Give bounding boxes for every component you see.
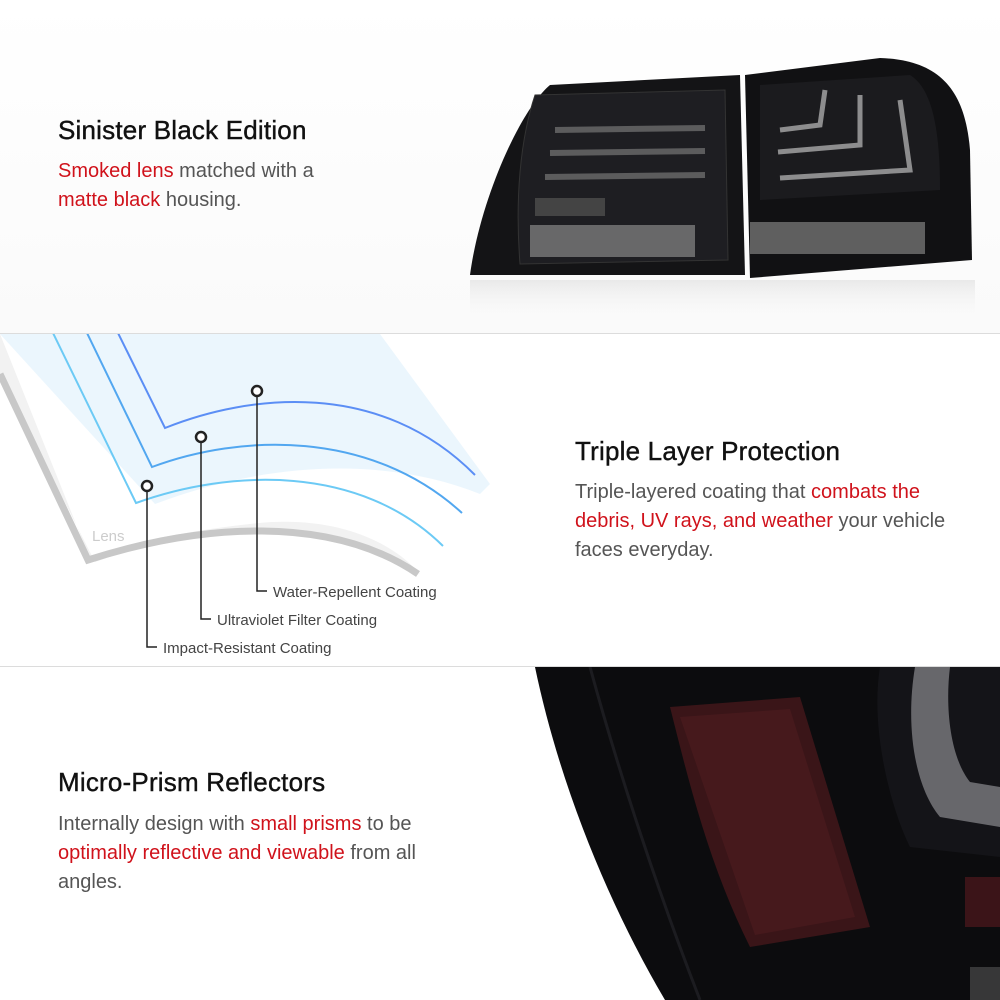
heading-triple-layer: Triple Layer Protection [575,436,841,466]
highlight-text: small prisms [250,813,362,835]
layer-label-impact-resistant: Impact-Resistant Coating [163,640,331,657]
coating-layers-diagram: Lens Water-Repellent Coating Ultraviolet… [0,334,490,657]
highlight-text: optimally reflective and viewable [58,842,345,864]
heading-micro-prism: Micro-Prism Reflectors [58,767,326,797]
body-text: matched with a [173,160,314,182]
section-micro-prism: Micro-Prism Reflectors Internally design… [0,667,1000,1000]
body-text: Internally design with [58,813,251,835]
heading-sinister-black: Sinister Black Edition [58,115,307,145]
desc-sinister-black: Smoked lens matched with a matte black h… [58,157,358,215]
body-text: housing. [160,189,242,211]
section-sinister-black: Sinister Black Edition Smoked lens match… [0,0,1000,333]
reflector-closeup-image [535,667,1000,1000]
layer-label-uv-filter: Ultraviolet Filter Coating [217,612,377,629]
body-text: to be [361,813,412,835]
tail-light-image [470,58,975,325]
body-text: Triple-layered coating that [575,481,812,503]
highlight-text: matte black [58,189,161,211]
layer-label-water-repellent: Water-Repellent Coating [273,584,437,601]
divider [0,666,1000,667]
lens-label: Lens [92,528,125,545]
body-text: from all angles. [58,842,416,893]
body-text: your vehicle faces everyday. [575,510,946,561]
desc-micro-prism: Internally design with small prisms to b… [58,810,428,897]
highlight-text: Smoked lens [58,160,174,182]
divider [0,333,1000,334]
section-triple-layer: Lens Water-Repellent Coating Ultraviolet… [0,334,1000,666]
highlight-text: combats the debris, UV rays, and weather [575,481,920,532]
desc-triple-layer: Triple-layered coating that combats the … [575,478,955,565]
